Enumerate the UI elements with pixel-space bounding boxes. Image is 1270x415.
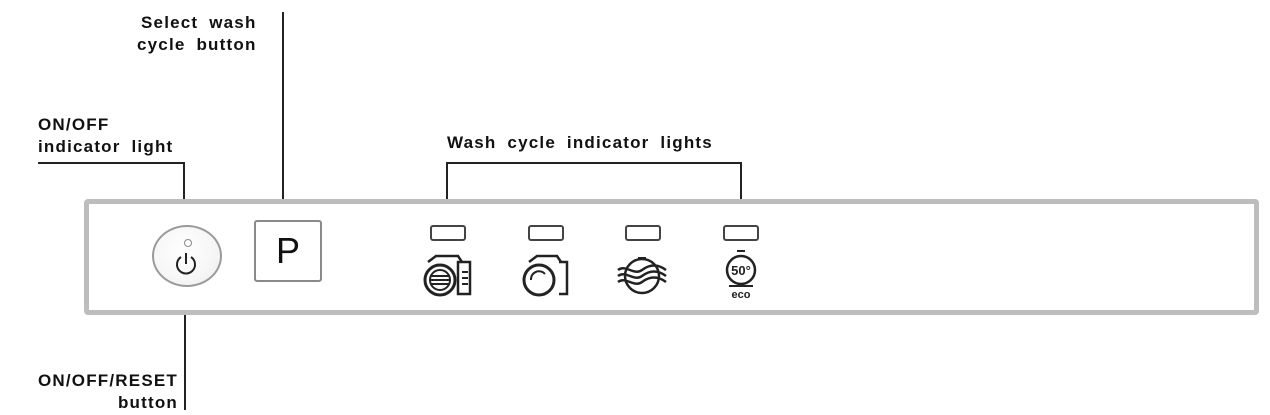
select-wash-leader-line bbox=[282, 12, 284, 209]
program-button-label: P bbox=[275, 230, 300, 271]
rapid-wash-icon bbox=[617, 257, 667, 295]
on-off-reset-label: ON/OFF/RESET button bbox=[37, 371, 178, 412]
on-off-reset-button[interactable] bbox=[152, 225, 222, 287]
on-off-indicator-leader-h bbox=[38, 162, 184, 164]
wash-indicators-bracket-left bbox=[446, 162, 448, 218]
select-wash-cycle-label: Select wash cycle button bbox=[137, 13, 257, 54]
normal-wash-icon bbox=[522, 254, 569, 297]
on-off-indicator-label: ON/OFF indicator light bbox=[38, 115, 174, 156]
wash-indicators-bracket bbox=[447, 162, 742, 164]
intensive-wash-icon bbox=[423, 254, 472, 297]
wash-indicators-bracket-right bbox=[740, 162, 742, 218]
eco-50-icon: 50° eco bbox=[725, 250, 757, 301]
eco-icon-text: eco bbox=[732, 289, 751, 301]
on-off-reset-leader-line bbox=[184, 286, 186, 410]
wash-cycle-indicator-light-4 bbox=[723, 225, 759, 241]
wash-cycle-indicator-light-3 bbox=[625, 225, 661, 241]
eco-icon-temp: 50° bbox=[731, 263, 751, 278]
select-wash-cycle-button[interactable]: P bbox=[254, 220, 322, 282]
wash-cycle-indicator-light-2 bbox=[528, 225, 564, 241]
on-off-indicator-leader-v bbox=[183, 162, 185, 234]
wash-cycle-indicator-label: Wash cycle indicator lights bbox=[447, 133, 713, 152]
power-icon bbox=[176, 253, 196, 275]
wash-cycle-indicator-light-1 bbox=[430, 225, 466, 241]
on-off-indicator-light bbox=[184, 239, 192, 247]
